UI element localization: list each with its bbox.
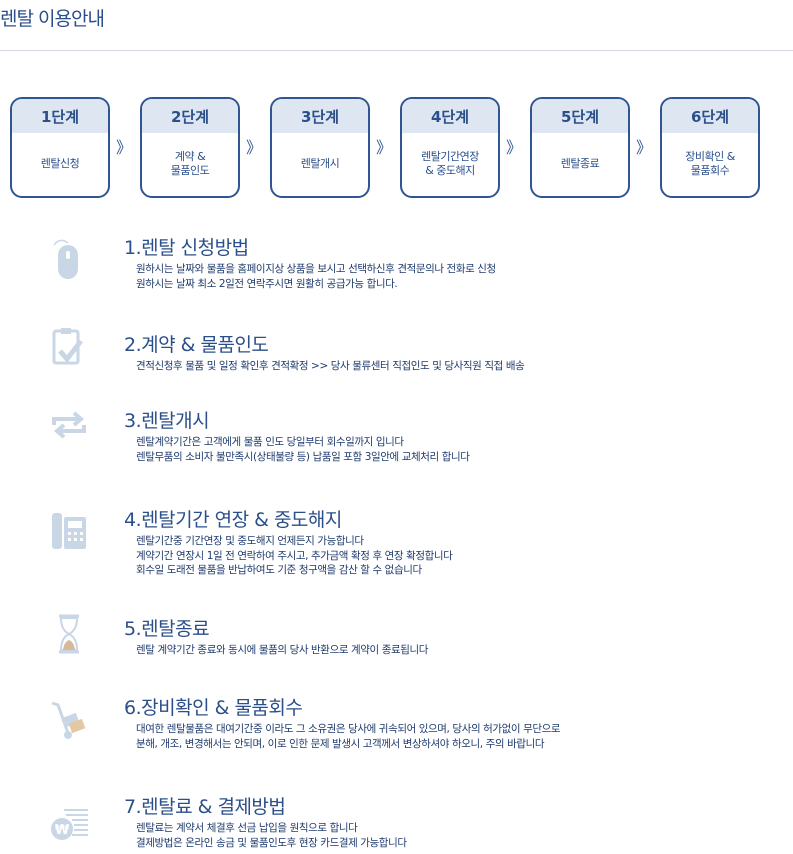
won-payment-icon: ₩ <box>46 800 92 846</box>
chevron-right-icon: 》 <box>116 138 132 157</box>
clipboard-check-icon <box>46 323 92 369</box>
section-text-line: 계약기간 연장시 1일 전 연락하여 주시고, 추가금액 확정 후 연장 확정합… <box>136 549 453 562</box>
step-label: 1단계 <box>12 99 108 133</box>
phone-icon <box>46 507 92 553</box>
svg-text:₩: ₩ <box>55 823 70 838</box>
repeat-icon <box>46 401 92 447</box>
divider <box>0 50 793 51</box>
chevron-right-icon: 》 <box>636 138 652 157</box>
section-title: 4.렌탈기간 연장 & 중도해지 <box>124 509 342 531</box>
hand-truck-icon <box>46 697 92 743</box>
section-desc: 렌탈 계약기간 종료와 동시에 물품의 당사 반환으로 계약이 종료됩니다 <box>136 643 428 658</box>
section-title: 6.장비확인 & 물품회수 <box>124 697 303 719</box>
section-title: 5.렌탈종료 <box>124 618 210 640</box>
chevron-right-icon: 》 <box>506 138 522 157</box>
section-text-line: 렌탈기간중 기간연장 및 중도해지 언제든지 가능합니다 <box>136 535 364 547</box>
section-text-line: 렌탈 계약기간 종료와 동시에 물품의 당사 반환으로 계약이 종료됩니다 <box>136 644 429 656</box>
section-desc: 원하시는 날짜와 물품을 홈페이지상 상품을 보시고 선택하신후 견적문의나 전… <box>136 262 496 291</box>
section-title: 3.렌탈개시 <box>124 410 210 432</box>
section-desc: 대여한 렌탈물품은 대여기간중 이라도 그 소유권은 당사에 귀속되어 있으며,… <box>136 722 561 751</box>
step-desc: 렌탈개시 <box>300 156 340 170</box>
section-text-line: 결제방법은 온라인 송금 및 물품인도후 현장 카드결제 가능합니다 <box>136 836 407 849</box>
step-label: 2단계 <box>142 99 238 133</box>
section-text-line: 견적신청후 물품 및 일정 확인후 견적확정 >> 당사 물류센터 직접인도 및… <box>136 360 525 372</box>
step-label: 3단계 <box>272 99 368 133</box>
step-desc: 렌탈신청 <box>40 156 80 170</box>
step-desc: 계약 & 물품인도 <box>170 149 210 177</box>
step-label: 4단계 <box>402 99 498 133</box>
chevron-right-icon: 》 <box>376 138 392 157</box>
section-text-line: 회수일 도래전 물품을 반납하여도 기준 청구액을 감산 할 수 없습니다 <box>136 564 422 576</box>
hourglass-icon <box>46 610 92 656</box>
step-desc: 장비확인 & 물품회수 <box>685 149 735 177</box>
section-text-line: 원하시는 날짜 최소 2일전 연락주시면 원활히 공급가능 합니다. <box>136 277 398 290</box>
step-label: 6단계 <box>662 99 758 133</box>
section-text-line: 렌탈무품의 소비자 불만족시(상태불량 등) 납품일 포함 3일안에 교체처리 … <box>136 450 470 463</box>
step-desc: 렌탈기간연장 & 중도해지 <box>421 149 479 177</box>
section-title: 7.렌탈료 & 결제방법 <box>124 796 286 818</box>
chevron-right-icon: 》 <box>246 138 262 157</box>
step-label: 5단계 <box>532 99 628 133</box>
section-desc: 견적신청후 물품 및 일정 확인후 견적확정 >> 당사 물류센터 직접인도 및… <box>136 359 525 374</box>
section-text-line: 분해, 개조, 변경해서는 안되며, 이로 인한 문제 발생시 고객께서 변상하… <box>136 737 545 750</box>
section-text-line: 렌탈료는 계약서 체결후 선금 납입을 원칙으로 합니다 <box>136 822 358 834</box>
section-text-line: 렌탈계약기간은 고객에게 물품 인도 당일부터 회수일까지 입니다 <box>136 436 404 448</box>
section-text-line: 원하시는 날짜와 물품을 홈페이지상 상품을 보시고 선택하신후 견적문의나 전… <box>136 263 496 275</box>
step-desc: 렌탈종료 <box>560 156 600 170</box>
section-title: 1.렌탈 신청방법 <box>124 237 249 259</box>
section-text-line: 대여한 렌탈물품은 대여기간중 이라도 그 소유권은 당사에 귀속되어 있으며,… <box>136 723 561 735</box>
section-title: 2.계약 & 물품인도 <box>124 334 269 356</box>
page-title: 렌탈 이용안내 <box>0 8 105 30</box>
mouse-icon <box>46 237 92 283</box>
